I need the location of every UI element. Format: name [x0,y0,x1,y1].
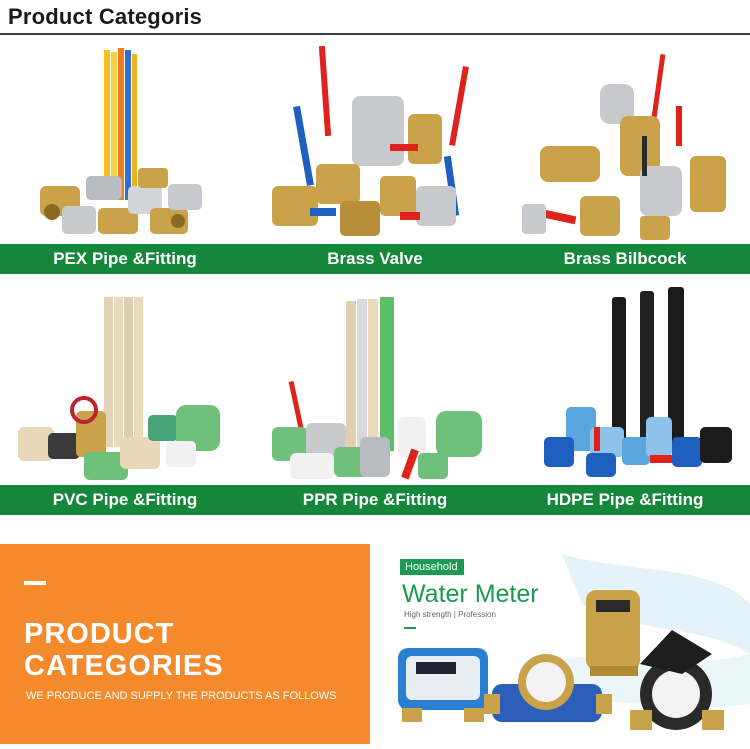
category-label-ppr: PPR Pipe &Fitting [250,485,500,515]
brass-bibcock-image [522,54,726,240]
brass-valve-image [272,45,469,236]
water-meter-accent-dash [404,627,416,629]
promo-title-line1: PRODUCT [24,618,175,650]
category-card-hdpe[interactable]: HDPE Pipe &Fitting [500,277,750,518]
category-label-brass-bibcock: Brass Bilbcock [500,244,750,274]
category-label-pex: PEX Pipe &Fitting [0,244,250,274]
promo-subtitle: WE PRODUCE AND SUPPLY THE PRODUCTS AS FO… [26,690,337,702]
promo-accent-dash [24,581,46,585]
category-label-brass-valve: Brass Valve [250,244,500,274]
category-card-ppr[interactable]: PPR Pipe &Fitting [250,277,500,518]
product-categories-promo: PRODUCT CATEGORIES WE PRODUCE AND SUPPLY… [0,544,370,744]
header-divider [0,33,750,35]
page-header: Product Categoris [0,0,750,35]
category-label-pvc: PVC Pipe &Fitting [0,485,250,515]
ppr-fittings-image [272,297,482,480]
category-card-pvc[interactable]: PVC Pipe &Fitting [0,277,250,518]
pvc-fittings-image [18,297,220,480]
page-title: Product Categoris [8,4,203,29]
product-category-grid: PEX Pipe &Fitting Brass Valve [0,36,750,518]
pex-fittings-image [40,48,202,234]
category-card-pex[interactable]: PEX Pipe &Fitting [0,36,250,277]
water-meter-title: Water Meter [402,580,539,608]
category-card-brass-bibcock[interactable]: Brass Bilbcock [500,36,750,277]
water-meter-tagline: High strength | Profession [404,610,496,619]
promo-title-line2: CATEGORIES [24,650,224,682]
water-meter-panel[interactable]: Household Water Meter High strength | Pr… [372,544,750,744]
water-meter-image [398,554,750,730]
household-badge: Household [400,559,464,575]
hdpe-fittings-image [544,287,732,477]
category-card-brass-valve[interactable]: Brass Valve [250,36,500,277]
category-label-hdpe: HDPE Pipe &Fitting [500,485,750,515]
